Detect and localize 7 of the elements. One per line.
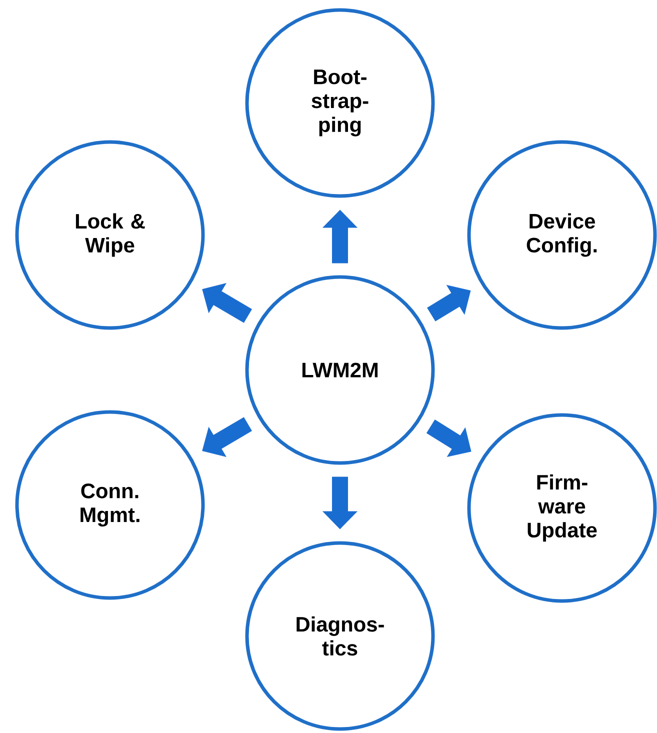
circle-node: Lock & Wipe [15, 140, 205, 330]
circle-node: Firm- ware Update [467, 413, 657, 603]
circle-node: LWM2M [245, 275, 435, 465]
circle-node: Device Config. [467, 140, 657, 330]
circle-node: Conn. Mgmt. [15, 410, 205, 600]
circle-node: Diagnos- tics [245, 541, 435, 731]
circle-node: Boot- strap- ping [245, 8, 435, 198]
